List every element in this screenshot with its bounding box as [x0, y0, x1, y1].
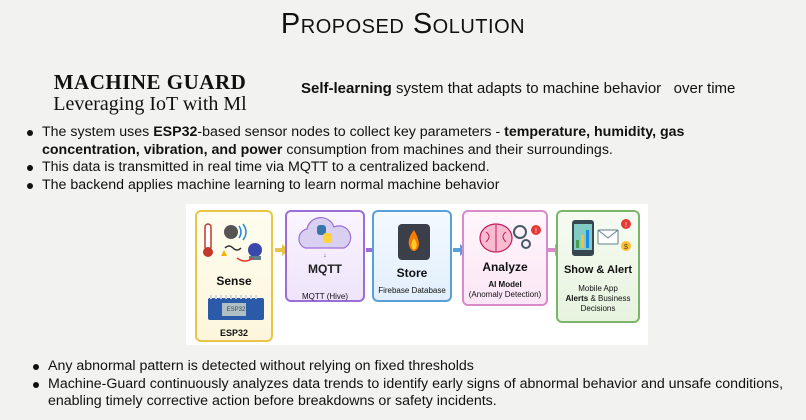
sense-label: Sense [216, 274, 252, 288]
bullet-bold: temperature, humidity, gas concentration… [42, 124, 685, 158]
esp32-label: ESP32 [219, 328, 249, 338]
svg-text:!: ! [625, 222, 627, 229]
mqtt-logo: MQTT [308, 262, 342, 276]
brand-subtitle: Leveraging IoT with Ml [53, 93, 247, 115]
bottom-bullet-list: Any abnormal pattern is detected without… [30, 358, 790, 411]
alert-label: Show & Alert [563, 264, 633, 276]
sensors-icon [203, 223, 262, 262]
cloud-python-icon [298, 216, 352, 249]
analyze-card: ! Analyze AI Model (Anomaly Detection) [462, 210, 548, 306]
bullet-text: The system uses [42, 124, 154, 140]
bullet-text: consumption from machines and their surr… [282, 141, 613, 158]
list-item: Any abnormal pattern is detected without… [30, 358, 790, 376]
bullet-text: -based sensor nodes to collect key param… [197, 124, 505, 140]
mqtt-label: MQTT (Hive) [301, 292, 349, 301]
sense-card: Sense ESP32 ESP32 [195, 210, 273, 342]
page-title: Proposed Solution [280, 8, 526, 40]
store-sub: Firebase Database [378, 286, 446, 295]
list-item: Machine-Guard continuously analyzes data… [30, 376, 790, 411]
alert-sub2-text: & Business [588, 294, 631, 303]
brain-icon: ! [479, 223, 541, 253]
firebase-icon [398, 224, 430, 260]
list-item: The system uses ESP32-based sensor nodes… [24, 124, 784, 159]
bullet-bold: ESP32 [153, 124, 198, 140]
list-item: The backend applies machine learning to … [24, 177, 784, 195]
svg-text:$: $ [624, 244, 628, 251]
analyze-sub: (Anomaly Detection) [468, 290, 542, 299]
mqtt-card: ↓ MQTT MQTT (Hive) [285, 210, 365, 302]
list-item: This data is transmitted in real time vi… [24, 159, 784, 177]
svg-text:!: ! [535, 228, 537, 235]
store-card: Store Firebase Database [372, 210, 452, 302]
brand-name: MACHINE GUARD [53, 70, 247, 94]
tagline-bold: Self-learning [301, 80, 392, 97]
alert-sub2: Alerts & Business [558, 294, 638, 304]
down-arrow-icon: ↓ [323, 252, 327, 259]
analyze-sub-bold: AI Model [488, 280, 522, 289]
brand-block: MACHINE GUARD Leveraging IoT with Ml [45, 70, 255, 116]
alert-sub3: Decisions [580, 304, 616, 313]
tagline-rest: system that adapts to machine behavior o… [391, 80, 736, 97]
analyze-label: Analyze [482, 260, 528, 274]
architecture-diagram: Sense ESP32 ESP32 ↓ MQTT MQTT (Hive) St [186, 204, 648, 345]
esp32-board-icon [208, 295, 264, 320]
tagline: Self-learning system that adapts to mach… [301, 80, 735, 97]
top-bullet-list: The system uses ESP32-based sensor nodes… [24, 124, 784, 194]
store-label: Store [396, 266, 428, 280]
alert-card: ! $ Show & Alert Mobile App Alerts & Bus… [556, 210, 640, 323]
alert-sub-bold: Alerts [565, 294, 589, 303]
mobile-alert-icon: ! $ [572, 219, 631, 256]
alert-sub1: Mobile App [578, 284, 618, 293]
esp32-chip-label: ESP32 [226, 307, 246, 313]
